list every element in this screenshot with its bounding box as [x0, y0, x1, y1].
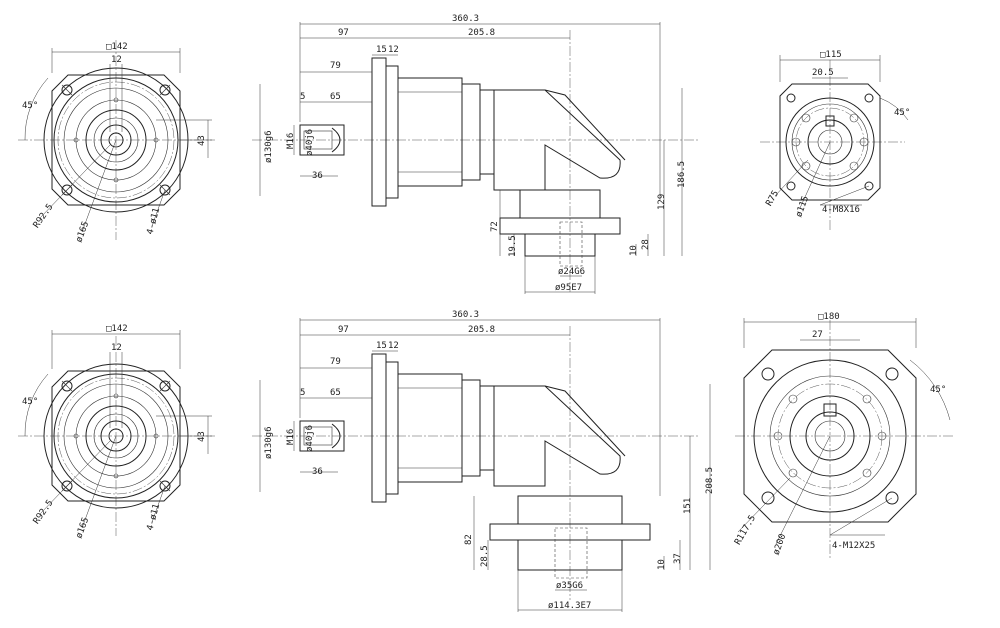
- dim-5: 5: [300, 388, 305, 398]
- mount-hole: [61, 184, 73, 196]
- mount-hole: [885, 491, 899, 505]
- bottom-front-view-right: □180 27 45° R117.5 ø200 4-M12X25: [733, 312, 955, 560]
- mount-hole: [761, 367, 775, 381]
- dim-15: 15: [376, 341, 387, 351]
- dim-height: 43: [197, 431, 207, 442]
- mount-hole: [159, 84, 171, 96]
- top-front-view-left: □142 12 45° 43 R92.5 ø165 4-ø11: [18, 40, 215, 244]
- dim-key-width: 12: [111, 55, 122, 65]
- dim-205: 205.8: [468, 325, 495, 335]
- mount-hole: [786, 93, 796, 103]
- dim-h28: 28.5: [480, 545, 490, 567]
- mount-hole: [159, 480, 171, 492]
- dim-key: 27: [812, 330, 823, 340]
- dim-79: 79: [330, 357, 341, 367]
- dim-pcd: ø165: [74, 516, 91, 540]
- dim-h19: 19.5: [508, 235, 518, 257]
- dim-5: 5: [300, 92, 305, 102]
- mount-hole: [61, 84, 73, 96]
- dim-pcd: ø200: [772, 533, 789, 557]
- dim-angle: 45°: [22, 101, 38, 111]
- mount-hole: [159, 184, 171, 196]
- dim-h82: 82: [464, 534, 474, 545]
- dim-65: 65: [330, 92, 341, 102]
- mount-hole: [864, 181, 874, 191]
- dim-holes: 4-M12X25: [832, 541, 875, 551]
- dim-pcd: ø115: [794, 195, 811, 219]
- dim-square: □115: [820, 50, 842, 60]
- dim-h72: 72: [490, 221, 500, 232]
- dim-h28: 28: [641, 239, 651, 250]
- dim-square: □180: [818, 312, 840, 322]
- dim-key: 20.5: [812, 68, 834, 78]
- dim-d130: ø130g6: [264, 426, 274, 459]
- dim-square: □142: [106, 42, 128, 52]
- dim-d24: ø24G6: [558, 267, 585, 277]
- dim-h129: 129: [657, 194, 667, 210]
- dim-angle: 45°: [894, 108, 910, 118]
- dim-h10: 10: [629, 245, 639, 256]
- dim-h10: 10: [657, 559, 667, 570]
- mount-hole: [61, 480, 73, 492]
- dim-79: 79: [330, 61, 341, 71]
- dim-36: 36: [312, 171, 323, 181]
- dim-overall: 360.3: [452, 310, 479, 320]
- mount-hole: [761, 491, 775, 505]
- mount-hole: [864, 93, 874, 103]
- dim-holes: 4-ø11: [146, 207, 163, 236]
- dim-m16: M16: [286, 429, 296, 445]
- dim-d130: ø130g6: [264, 130, 274, 163]
- dim-key-width: 12: [111, 343, 122, 353]
- dim-m16: M16: [286, 133, 296, 149]
- dim-205: 205.8: [468, 28, 495, 38]
- dim-holes: 4-M8X16: [822, 205, 860, 215]
- dim-radius: R117.5: [733, 514, 758, 547]
- dim-angle: 45°: [22, 397, 38, 407]
- dim-12: 12: [388, 45, 399, 55]
- dim-angle: 45°: [930, 385, 946, 395]
- dim-holes: 4-ø11: [146, 503, 163, 532]
- dim-overall: 360.3: [452, 14, 479, 24]
- dim-d35: ø35G6: [556, 581, 583, 591]
- dim-d40: ø40j6: [305, 425, 315, 452]
- mount-hole: [159, 380, 171, 392]
- mount-hole: [61, 380, 73, 392]
- dim-d40: ø40j6: [305, 129, 315, 156]
- dim-h151: 151: [683, 498, 693, 514]
- dim-radius: R92.5: [32, 498, 56, 526]
- dim-d95: ø95E7: [555, 283, 582, 293]
- dim-radius: R92.5: [32, 202, 56, 230]
- bottom-side-view: 360.3 97 205.8 15 12 79 5 65 36 ø130g6 ø…: [252, 310, 715, 612]
- dim-65: 65: [330, 388, 341, 398]
- dim-h37: 37: [673, 553, 683, 564]
- dim-pcd: ø165: [74, 220, 91, 244]
- dim-97: 97: [338, 325, 349, 335]
- dim-97: 97: [338, 28, 349, 38]
- mount-hole: [786, 181, 796, 191]
- mount-hole: [885, 367, 899, 381]
- dim-15: 15: [376, 45, 387, 55]
- dim-h186: 186.5: [677, 161, 687, 188]
- dim-height: 43: [197, 135, 207, 146]
- top-side-view: 360.3 97 205.8 15 12 79 5 65 36 ø130g6 ø…: [252, 14, 700, 294]
- dim-d114: ø114.3E7: [548, 601, 591, 611]
- dim-12: 12: [388, 341, 399, 351]
- top-front-view-right: □115 20.5 45° R75 ø115 4-M8X16: [760, 50, 910, 230]
- dim-36: 36: [312, 467, 323, 477]
- dim-square: □142: [106, 324, 128, 334]
- dim-h208: 208.5: [705, 467, 715, 494]
- bottom-front-view-left: □142 12 45° 43 R92.5 ø165 4-ø11: [18, 324, 215, 540]
